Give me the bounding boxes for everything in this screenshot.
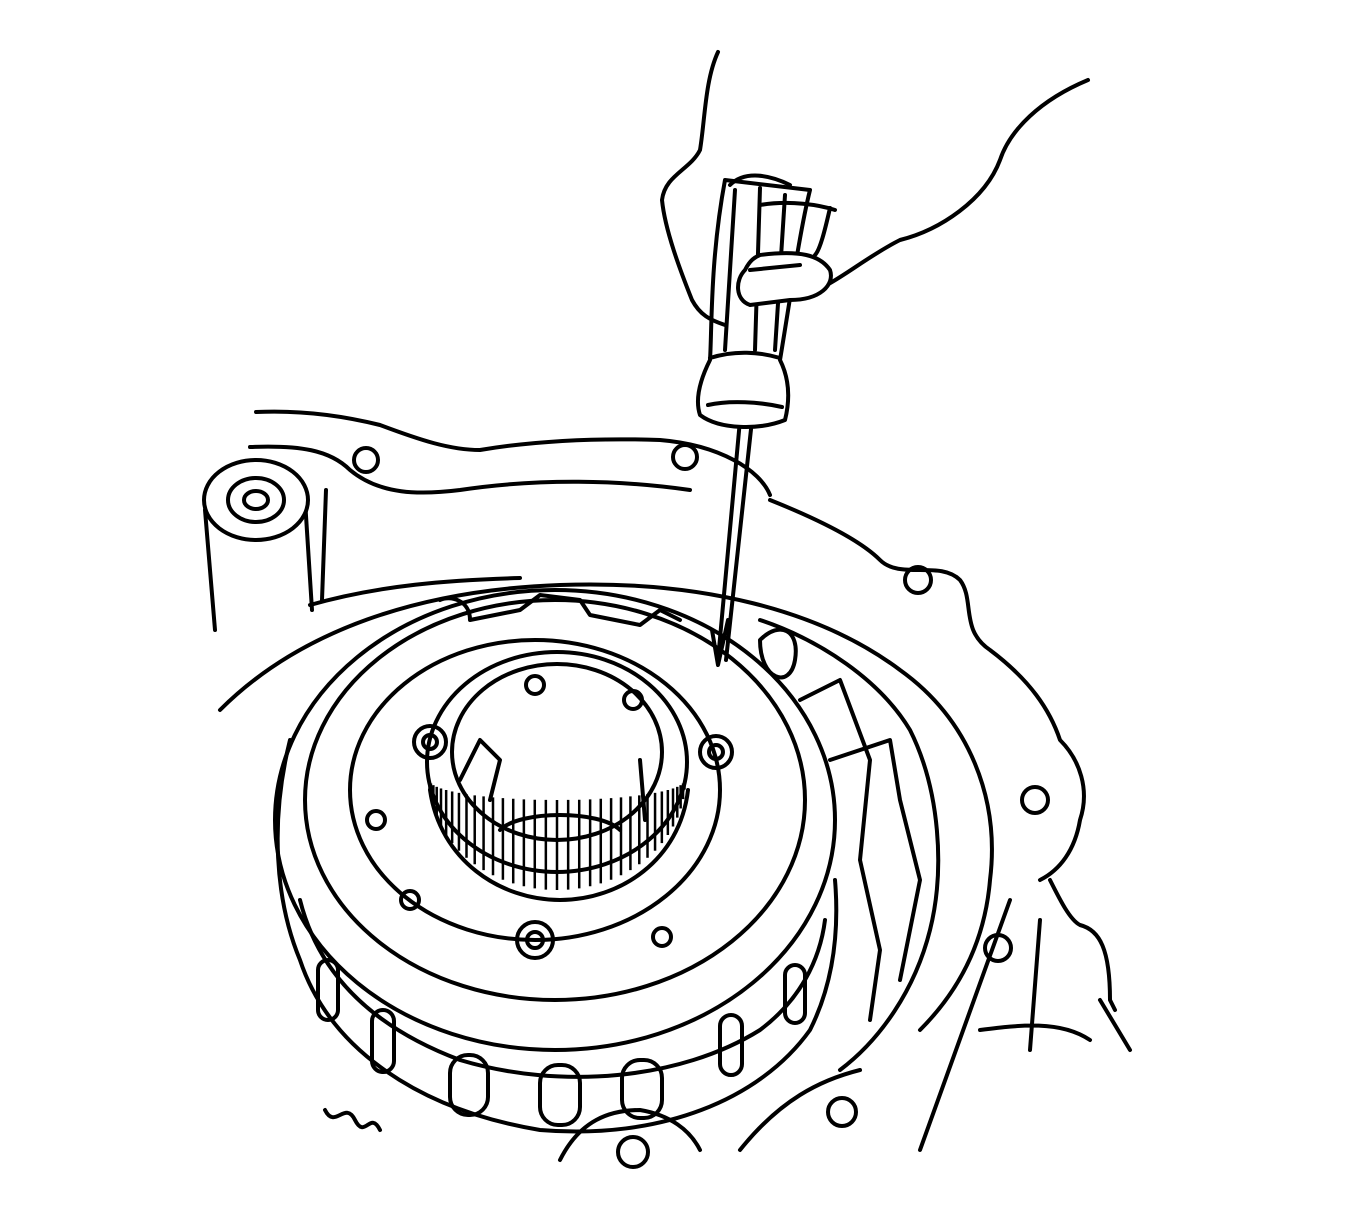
spline-teeth [428,781,686,890]
clutch-drum [273,588,839,1134]
hand [660,50,1090,327]
spline-hub [425,650,690,902]
transmission-case [218,409,1132,1169]
case-boss [202,458,314,632]
drum-slots [316,958,807,1127]
clutch-plates [758,618,941,1072]
